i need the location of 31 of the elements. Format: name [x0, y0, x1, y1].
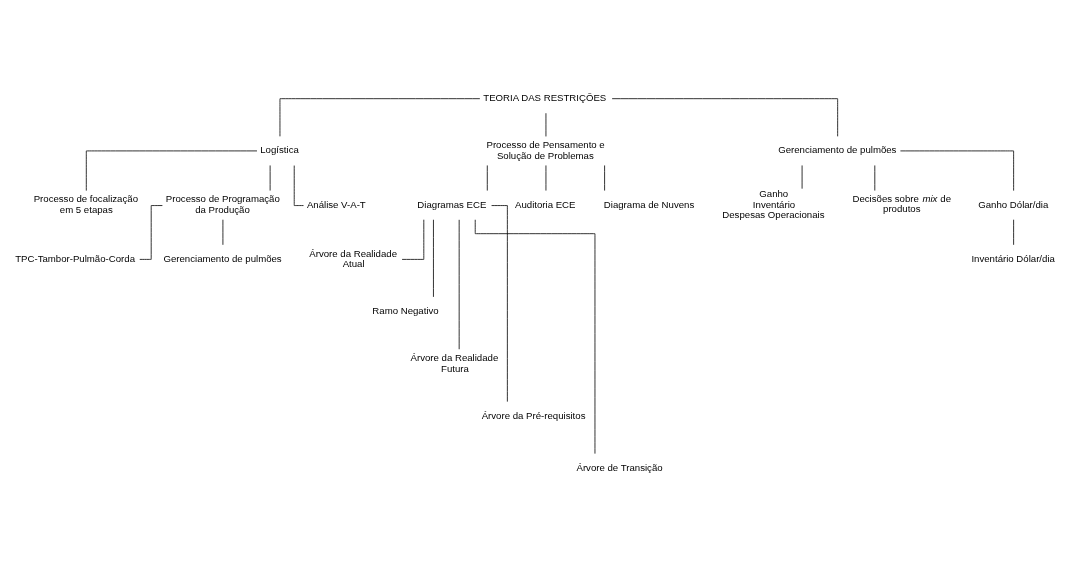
- connector: [1013, 218, 1015, 245]
- node-text: Árvore de Transição: [576, 461, 663, 473]
- connector: [900, 150, 1015, 191]
- node-text: Processo de focalização em 5 etapas: [33, 192, 139, 215]
- node-text: Ganho Dólar/dia: [978, 198, 1049, 210]
- node-text: TEORIA DAS RESTRIÇÕES: [483, 91, 607, 103]
- node-text: Árvore da Realidade Atual: [309, 247, 398, 269]
- node-text: Diagramas ECE: [417, 198, 487, 210]
- node-text: Árvore da Pré-requisitos: [481, 409, 586, 421]
- connector: [611, 97, 839, 137]
- connector: [491, 204, 508, 402]
- node-text: Logística: [260, 143, 299, 155]
- node-text: Auditoria ECE: [515, 198, 576, 210]
- node-text: Ramo Negativo: [372, 304, 439, 316]
- connector: [279, 97, 481, 137]
- connector: [401, 218, 425, 260]
- connector: [604, 164, 605, 191]
- node-text: Decisões sobre mix de produtos: [852, 192, 952, 214]
- node-text: Gerenciamento de pulmões: [163, 252, 282, 264]
- connector: [474, 218, 596, 454]
- node-text: Gerenciamento de pulmões: [778, 143, 897, 155]
- node-text: Processo de Pensamento e Solução de Problemas: [486, 138, 605, 161]
- node-text: Inventário Dólar/dia: [971, 252, 1055, 264]
- node-text: Árvore da Realidade Futura: [410, 351, 499, 374]
- node-text: TPC-Tambor-Pulmão-Corda: [15, 252, 135, 264]
- node-text: Processo de Programação da Produção: [165, 192, 280, 215]
- node-text: Análise V-A-T: [306, 198, 366, 210]
- node-text: Ganho Inventário Despesas Operacionais: [722, 187, 825, 220]
- connector: [433, 218, 434, 297]
- connector: [85, 150, 258, 191]
- node-text: Diagrama de Nuvens: [603, 198, 695, 210]
